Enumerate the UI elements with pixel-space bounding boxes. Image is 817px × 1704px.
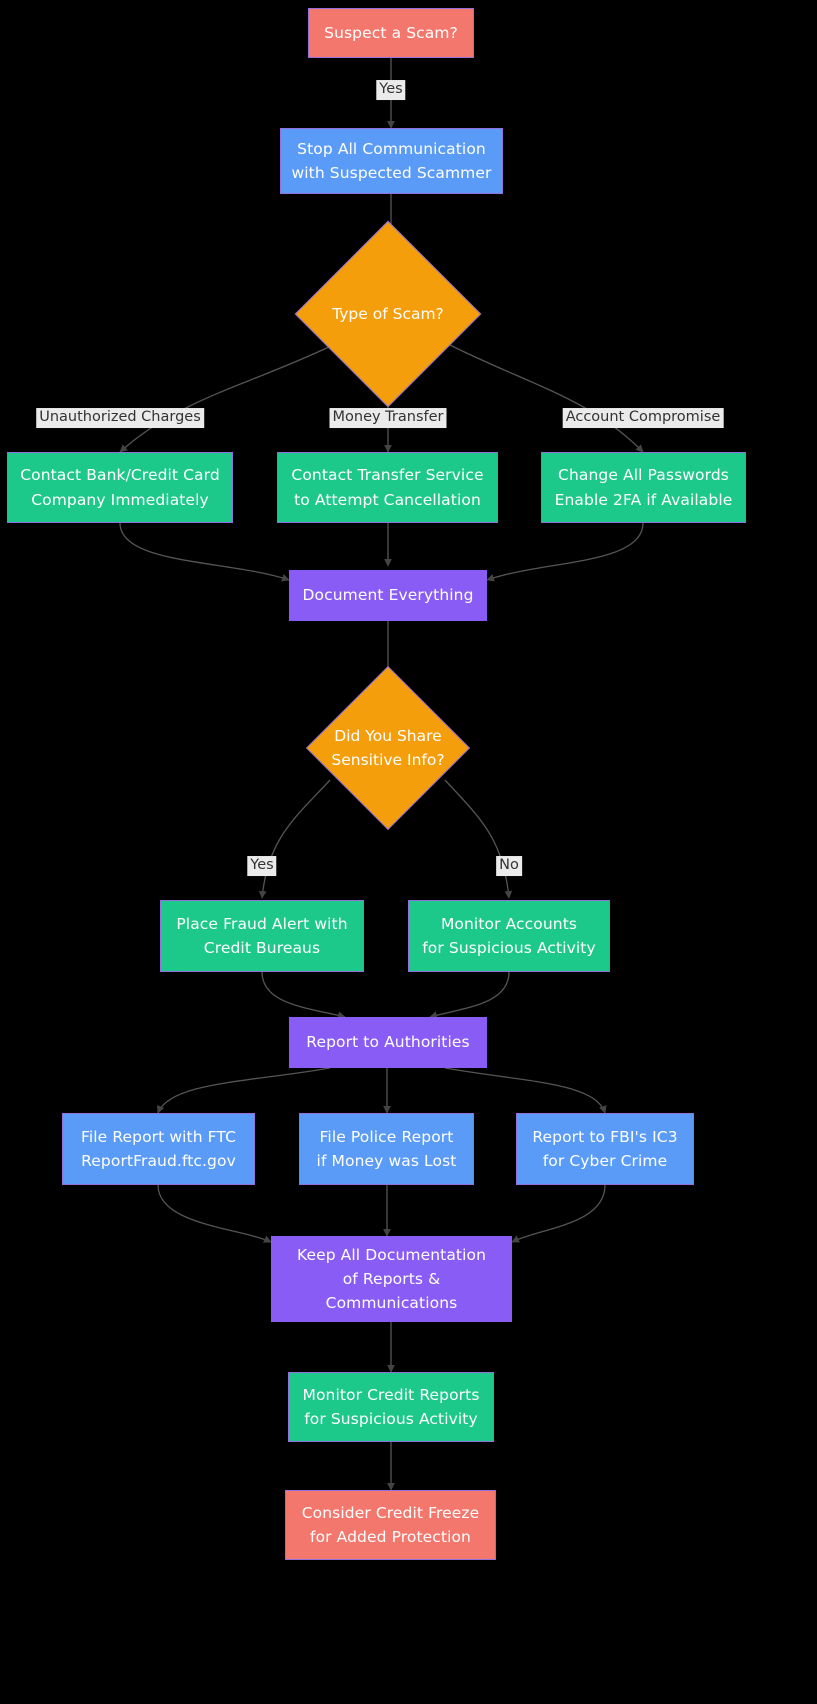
node-stop-communication[interactable]: Stop All Communication with Suspected Sc… bbox=[280, 128, 503, 194]
node-did-you-share-label: Did You Share Sensitive Info? bbox=[331, 726, 445, 769]
node-contact-bank[interactable]: Contact Bank/Credit Card Company Immedia… bbox=[7, 452, 233, 523]
node-suspect-scam-label: Suspect a Scam? bbox=[324, 23, 458, 42]
edge-report-to-ftc bbox=[156, 1067, 331, 1114]
node-monitor-accounts-label: Monitor Accounts for Suspicious Activity bbox=[422, 914, 596, 957]
edge-monitor-to-report bbox=[429, 971, 510, 1019]
node-did-you-share[interactable]: Did You Share Sensitive Info? bbox=[305, 665, 471, 831]
edge-label-money-transfer-text: Money Transfer bbox=[332, 409, 444, 426]
node-report-fbi[interactable]: Report to FBI's IC3 for Cyber Crime bbox=[516, 1113, 694, 1185]
node-file-police-label: File Police Report if Money was Lost bbox=[316, 1127, 457, 1170]
edge-label-money-transfer: Money Transfer bbox=[329, 408, 447, 428]
edge-fbi-to-keep bbox=[511, 1184, 606, 1243]
edge-alert-to-report bbox=[261, 971, 346, 1020]
node-stop-communication-label: Stop All Communication with Suspected Sc… bbox=[291, 139, 492, 182]
node-document-everything-label: Document Everything bbox=[302, 586, 474, 605]
edge-share-yes-to-alert bbox=[258, 779, 331, 899]
node-file-police[interactable]: File Police Report if Money was Lost bbox=[299, 1113, 474, 1185]
edge-label-yes-start: Yes bbox=[376, 80, 406, 100]
node-credit-freeze[interactable]: Consider Credit Freeze for Added Protect… bbox=[285, 1490, 496, 1560]
node-type-of-scam-label: Type of Scam? bbox=[332, 304, 444, 323]
edge-passwords-to-document bbox=[486, 522, 644, 582]
node-credit-freeze-label: Consider Credit Freeze for Added Protect… bbox=[301, 1503, 480, 1546]
node-file-ftc[interactable]: File Report with FTC ReportFraud.ftc.gov bbox=[62, 1113, 255, 1185]
edge-type-to-passwords bbox=[449, 344, 644, 453]
node-file-ftc-label: File Report with FTC ReportFraud.ftc.gov bbox=[80, 1127, 236, 1170]
edge-report-to-fbi bbox=[444, 1067, 607, 1114]
edge-label-no-share-text: No bbox=[499, 857, 519, 874]
node-report-authorities-label: Report to Authorities bbox=[306, 1033, 470, 1052]
node-contact-bank-label: Contact Bank/Credit Card Company Immedia… bbox=[20, 466, 220, 509]
node-monitor-accounts[interactable]: Monitor Accounts for Suspicious Activity bbox=[408, 900, 610, 972]
edge-label-yes-share: Yes bbox=[247, 856, 277, 876]
node-contact-transfer[interactable]: Contact Transfer Service to Attempt Canc… bbox=[277, 452, 498, 523]
edge-type-to-bank bbox=[119, 344, 334, 453]
node-document-everything[interactable]: Document Everything bbox=[289, 570, 487, 621]
edge-bank-to-document bbox=[119, 522, 290, 582]
node-monitor-credit-label: Monitor Credit Reports for Suspicious Ac… bbox=[302, 1385, 480, 1428]
node-monitor-credit[interactable]: Monitor Credit Reports for Suspicious Ac… bbox=[288, 1372, 494, 1442]
node-keep-documentation-label: Keep All Documentation of Reports & Comm… bbox=[296, 1245, 487, 1312]
edge-label-unauthorized-charges: Unauthorized Charges bbox=[36, 408, 204, 428]
node-report-authorities[interactable]: Report to Authorities bbox=[289, 1017, 487, 1068]
node-report-fbi-label: Report to FBI's IC3 for Cyber Crime bbox=[532, 1127, 678, 1170]
edge-label-yes-share-text: Yes bbox=[250, 857, 274, 874]
node-type-of-scam[interactable]: Type of Scam? bbox=[294, 220, 482, 408]
edge-label-account-compromise: Account Compromise bbox=[562, 408, 724, 428]
edge-label-account-compromise-text: Account Compromise bbox=[565, 409, 721, 426]
node-contact-transfer-label: Contact Transfer Service to Attempt Canc… bbox=[291, 466, 484, 509]
node-change-passwords[interactable]: Change All Passwords Enable 2FA if Avail… bbox=[541, 452, 746, 523]
node-suspect-scam[interactable]: Suspect a Scam? bbox=[308, 8, 474, 58]
node-place-fraud-alert-label: Place Fraud Alert with Credit Bureaus bbox=[176, 914, 348, 957]
node-keep-documentation[interactable]: Keep All Documentation of Reports & Comm… bbox=[271, 1236, 512, 1322]
node-change-passwords-label: Change All Passwords Enable 2FA if Avail… bbox=[554, 466, 733, 509]
edge-share-no-to-monitor bbox=[444, 779, 513, 899]
edge-ftc-to-keep bbox=[157, 1184, 272, 1243]
edge-label-no-share: No bbox=[496, 856, 522, 876]
edge-label-unauthorized-charges-text: Unauthorized Charges bbox=[39, 409, 201, 426]
edge-label-yes-start-text: Yes bbox=[379, 81, 403, 98]
node-place-fraud-alert[interactable]: Place Fraud Alert with Credit Bureaus bbox=[160, 900, 364, 972]
